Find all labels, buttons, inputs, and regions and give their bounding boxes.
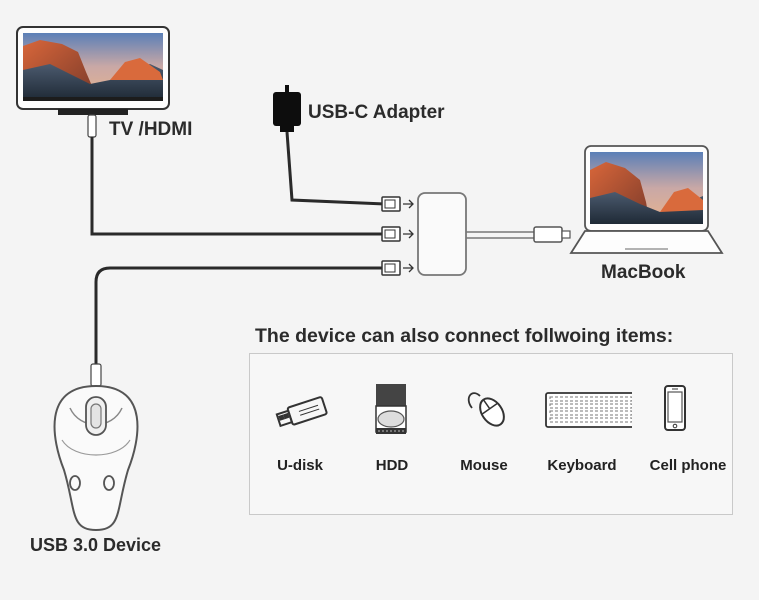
keyboard-icon [545,392,632,428]
usb-stick-icon [275,396,328,428]
mouse-icon [467,392,505,427]
adapter-ports [381,196,414,276]
compatible-items-panel: U-disk HDD Mouse [249,353,733,515]
usb-c-hub [417,192,571,276]
item-label: HDD [375,457,409,474]
hdmi-cable [87,114,384,236]
item-hdd: HDD [342,354,442,514]
also-connect-heading: The device can also connect follwoing it… [255,325,674,347]
item-label: Cell phone [649,457,727,474]
usb-mouse [53,384,139,532]
item-label: U-disk [277,457,323,474]
usb-c-adapter-label: USB-C Adapter [308,102,445,123]
usb-device-label: USB 3.0 Device [30,535,162,555]
item-u-disk: U-disk [250,354,350,514]
item-label: Mouse [460,457,508,474]
cell-phone-icon [664,385,686,431]
macbook-label: MacBook [601,262,686,283]
item-label: Keyboard [547,457,617,474]
tv-monitor [16,26,170,115]
item-cell-phone: Cell phone [638,354,738,514]
power-adapter [273,85,385,206]
item-mouse: Mouse [434,354,534,514]
tv-hdmi-label: TV /HDMI [109,119,193,140]
hard-drive-icon [375,384,407,434]
item-keyboard: Keyboard [532,354,632,514]
macbook [569,145,724,254]
